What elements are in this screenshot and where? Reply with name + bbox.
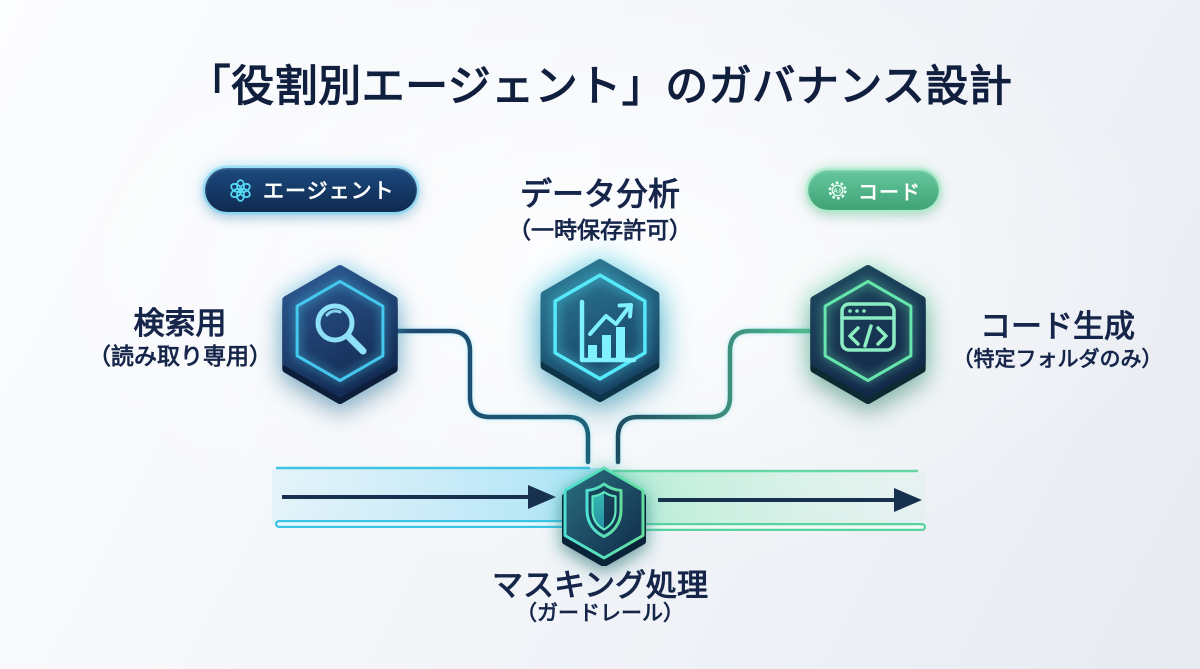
search-node-subtitle: （読み取り専用） — [88, 343, 272, 369]
codegen-hexagon — [810, 265, 926, 404]
agent-badge: エージェント — [205, 168, 417, 212]
masking-node-title: マスキング処理 — [491, 568, 709, 603]
code-badge: AI コード — [808, 170, 939, 210]
masking-shield-hexagon — [562, 466, 646, 566]
ai-gear-icon: AI — [828, 181, 847, 199]
code-window-icon — [840, 302, 896, 352]
left-flow-arrow — [282, 485, 556, 509]
analysis-node-title: データ分析 — [519, 176, 680, 212]
page-title: 「役割別エージェント」のガバナンス設計 — [187, 63, 1013, 111]
bar-chart-trend-icon — [579, 299, 637, 363]
openai-logo-icon — [230, 178, 251, 202]
ai-gear-icon-text: AI — [833, 188, 842, 195]
code-badge-label: コード — [858, 181, 921, 204]
shield-icon — [585, 482, 623, 538]
search-node-title: 検索用 — [133, 306, 227, 341]
analysis-node-subtitle: （一時保存許可） — [508, 217, 692, 243]
magnifier-icon — [315, 303, 367, 355]
search-hexagon — [282, 265, 398, 404]
agent-badge-label: エージェント — [263, 180, 395, 203]
analysis-hexagon — [540, 259, 660, 402]
codegen-node-title: コード生成 — [980, 309, 1135, 344]
right-flow-arrow — [658, 488, 922, 512]
masking-node-subtitle: （ガードレール） — [516, 602, 684, 625]
node-connectors — [391, 328, 819, 467]
codegen-node-subtitle: （特定フォルダのみ） — [952, 348, 1163, 371]
